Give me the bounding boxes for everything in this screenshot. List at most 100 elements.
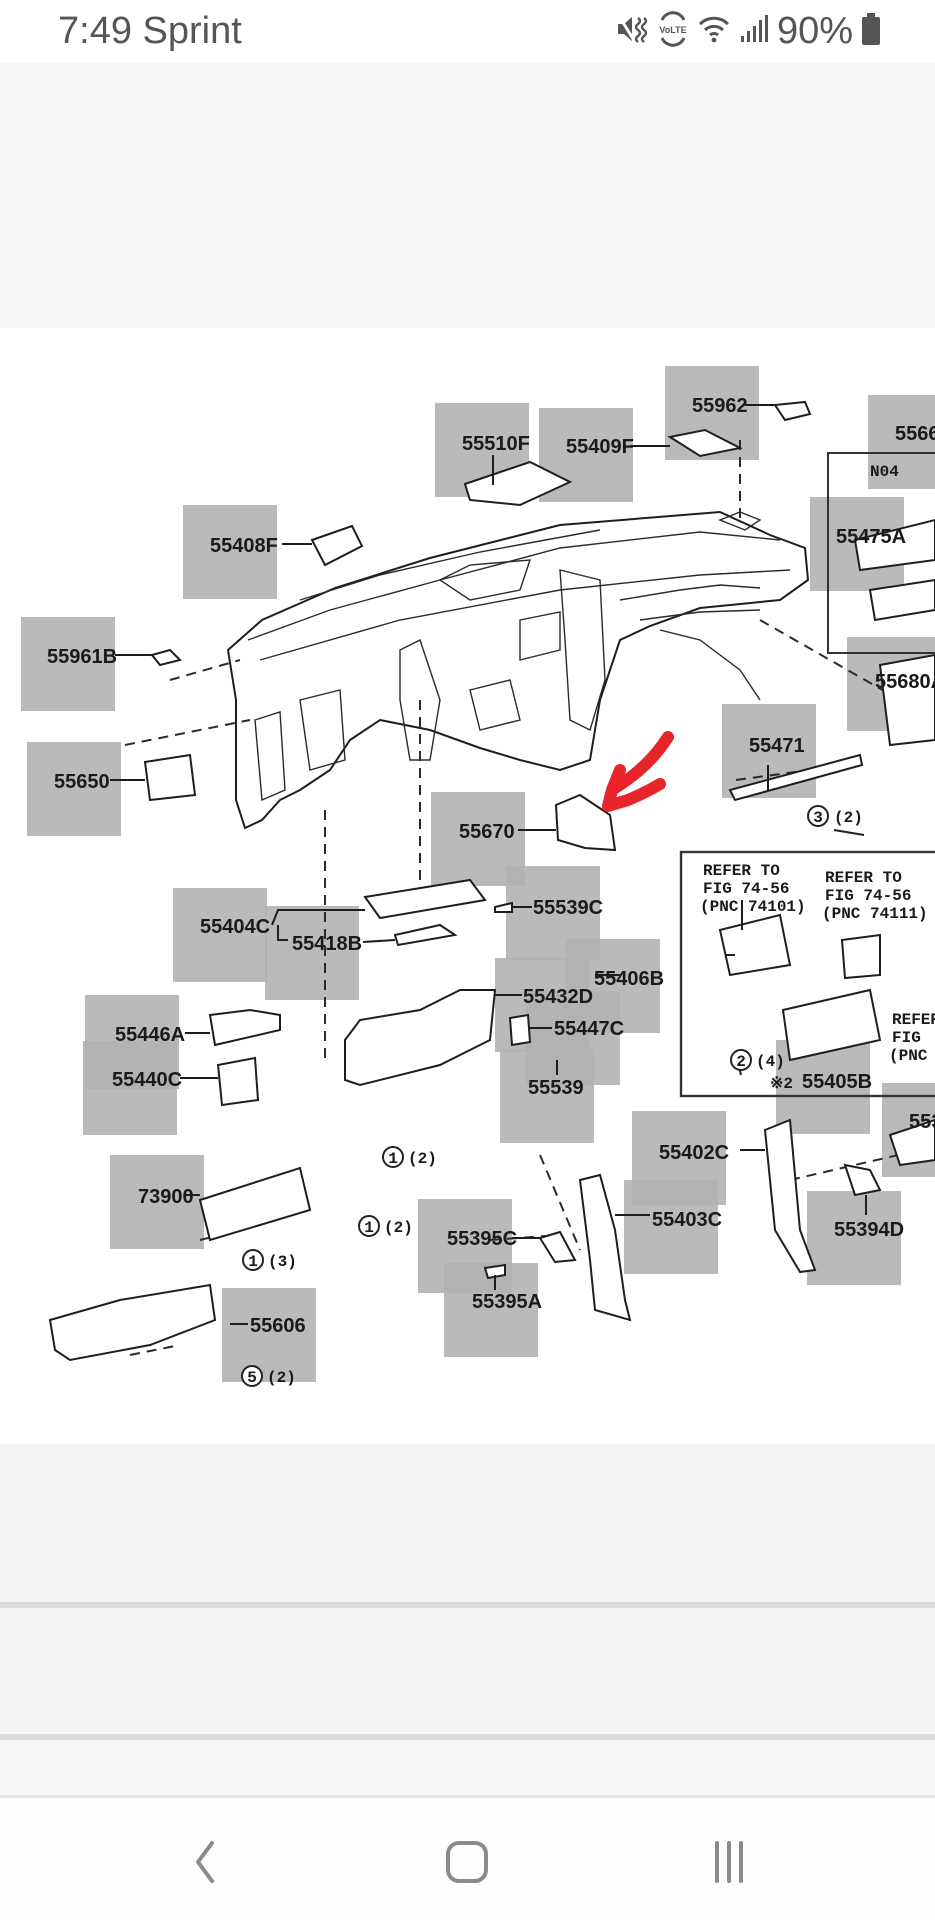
part-drawings bbox=[48, 400, 935, 1362]
part-label: 55405B bbox=[802, 1071, 872, 1093]
part-55606 bbox=[48, 1283, 217, 1362]
part-label: 55680A bbox=[875, 671, 935, 693]
fastener-callouts: 3 (2) 2 (4) 1 (2) 1 (2) 1 (3) bbox=[241, 805, 863, 1387]
svg-text:(2): (2) bbox=[408, 1150, 437, 1168]
part-right-edge bbox=[888, 1118, 935, 1167]
part-label: 55471 bbox=[749, 735, 805, 757]
fastener-callout: 1 (2) bbox=[358, 1215, 413, 1237]
part-label: 55475A bbox=[836, 526, 906, 548]
refer-note-line: (PNC 74101) bbox=[700, 898, 806, 916]
part-label: 73900 bbox=[138, 1186, 194, 1208]
part-label: 55446A bbox=[115, 1024, 185, 1046]
part-55539C bbox=[494, 901, 513, 913]
part-55650 bbox=[143, 753, 197, 802]
inset-box-switches bbox=[679, 850, 935, 1098]
dashboard-panel-drawing bbox=[226, 510, 810, 830]
redaction-box bbox=[500, 1049, 594, 1143]
part-label: 55406B bbox=[594, 968, 664, 990]
refer-note-line: REFER bbox=[892, 1011, 935, 1029]
refer-note-line: (PNC bbox=[889, 1047, 928, 1065]
svg-text:3: 3 bbox=[813, 809, 823, 827]
part-label: 55403C bbox=[652, 1209, 722, 1231]
part-73900 bbox=[198, 1166, 312, 1242]
part-switch-74111 bbox=[840, 933, 881, 980]
back-icon bbox=[196, 1841, 214, 1883]
home-button[interactable] bbox=[432, 1834, 502, 1890]
refer-note-line: (PNC 74111) bbox=[822, 905, 928, 923]
svg-text:(2): (2) bbox=[384, 1219, 413, 1237]
blank-band bbox=[0, 1608, 935, 1734]
part-label: 55539 bbox=[528, 1077, 584, 1099]
redaction-box bbox=[83, 1041, 177, 1135]
divider bbox=[0, 1734, 935, 1740]
parts-diagram-image: 55962 55510F 55409F 5566 N04 55475A 5540… bbox=[0, 328, 935, 1444]
status-icons: VoLTE 90% bbox=[615, 10, 881, 53]
svg-text:1: 1 bbox=[364, 1219, 374, 1237]
redaction-box bbox=[21, 617, 115, 711]
part-label: 55418B bbox=[292, 933, 362, 955]
fastener-callout: 1 (3) bbox=[242, 1249, 297, 1271]
part-55409F bbox=[667, 428, 744, 458]
redaction-box bbox=[444, 1263, 538, 1357]
redaction-box bbox=[110, 1155, 204, 1249]
part-55418B bbox=[393, 923, 458, 947]
redaction-box bbox=[624, 1180, 718, 1274]
top-blank-band bbox=[0, 62, 935, 328]
inset-box-right bbox=[827, 452, 935, 654]
fastener-callout: 1 (2) bbox=[382, 1146, 437, 1168]
part-55510F bbox=[463, 460, 573, 507]
refer-note-line: FIG 74-56 bbox=[825, 887, 911, 905]
volte-icon: VoLTE bbox=[657, 11, 689, 52]
part-55395A bbox=[483, 1263, 506, 1280]
refer-note-line: REFER TO bbox=[703, 862, 780, 880]
refer-note-line: FIG bbox=[892, 1029, 921, 1047]
part-55403C bbox=[578, 1173, 632, 1322]
redaction-box bbox=[27, 742, 121, 836]
part-label: 55395A bbox=[472, 1291, 542, 1313]
fastener-callout: 3 (2) bbox=[807, 805, 863, 827]
part-55394D bbox=[843, 1163, 882, 1197]
parts-diagram-svg: 55962 55510F 55409F 5566 N04 55475A 5540… bbox=[21, 366, 935, 1387]
part-label: 55402C bbox=[659, 1142, 729, 1164]
part-label: 55447C bbox=[554, 1018, 624, 1040]
part-55395C bbox=[538, 1230, 577, 1264]
mute-vibrate-icon bbox=[615, 12, 649, 51]
home-icon bbox=[446, 1841, 488, 1883]
svg-text:VoLTE: VoLTE bbox=[659, 25, 686, 35]
status-bar: 7:49 Sprint VoLTE 90% bbox=[0, 0, 935, 62]
svg-text:(4): (4) bbox=[756, 1053, 785, 1071]
note-mark: ※2 bbox=[770, 1075, 793, 1093]
part-55446A bbox=[208, 1008, 281, 1047]
refer-note-line: REFER TO bbox=[825, 869, 902, 887]
svg-text:(2): (2) bbox=[267, 1369, 296, 1387]
redaction-box bbox=[222, 1288, 316, 1382]
part-label: 55432D bbox=[523, 986, 593, 1008]
back-button[interactable] bbox=[170, 1834, 240, 1890]
recents-button[interactable] bbox=[694, 1834, 764, 1890]
part-label: 55510F bbox=[462, 433, 530, 455]
part-55471 bbox=[728, 753, 864, 802]
part-55680A bbox=[878, 653, 935, 747]
fastener-callout: 2 (4) bbox=[730, 1049, 785, 1071]
svg-text:1: 1 bbox=[248, 1253, 258, 1271]
part-label: 55394D bbox=[834, 1219, 904, 1241]
part-label: 55409F bbox=[566, 436, 634, 458]
part-55962 bbox=[773, 400, 812, 422]
refer-note-line: FIG 74-56 bbox=[703, 880, 789, 898]
refer-notes: REFER TO FIG 74-56 (PNC 74101) REFER TO … bbox=[700, 862, 935, 1065]
redaction-box bbox=[183, 505, 277, 599]
blank-band bbox=[0, 1444, 935, 1602]
carrier: Sprint bbox=[142, 10, 242, 52]
part-55670 bbox=[554, 793, 617, 852]
divider bbox=[0, 1602, 935, 1608]
recents-icon bbox=[715, 1841, 743, 1883]
redaction-box bbox=[807, 1191, 901, 1285]
divider bbox=[0, 1795, 935, 1798]
svg-text:(3): (3) bbox=[268, 1253, 297, 1271]
battery-percent: 90% bbox=[776, 10, 853, 52]
svg-text:(2): (2) bbox=[834, 809, 863, 827]
part-label: 55539C bbox=[533, 897, 603, 919]
part-label: 55961B bbox=[47, 646, 117, 668]
redaction-box bbox=[868, 395, 935, 489]
part-label: 55670 bbox=[459, 821, 515, 843]
